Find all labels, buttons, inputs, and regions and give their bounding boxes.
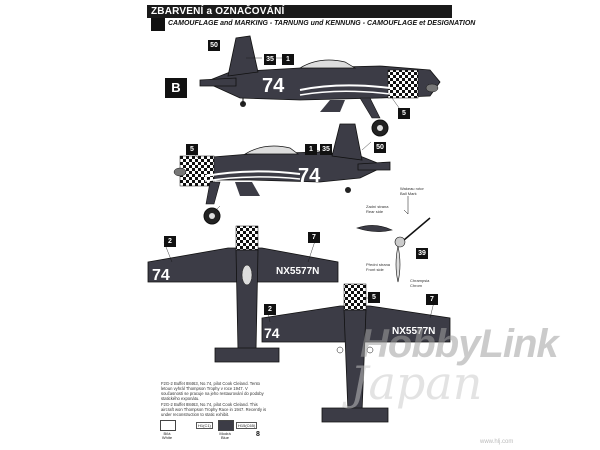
- detail-label-front: Přední strana Front side: [366, 262, 391, 272]
- race-number-mid: 74: [298, 165, 321, 187]
- callout-7-top-view: 7: [308, 232, 320, 243]
- right-side-profile: [199, 35, 441, 137]
- callout-5-bottom-view: 5: [368, 292, 380, 303]
- watermark-url: www.hlj.com: [480, 439, 514, 445]
- callout-35-mid: 35: [320, 144, 332, 155]
- callout-5-mid: 5: [186, 144, 198, 155]
- propeller-detail: [356, 196, 431, 283]
- callout-35-top: 35: [264, 54, 276, 65]
- page-title: ZBARVENÍ a OZNAČOVÁNÍ: [151, 6, 285, 17]
- race-number-bottom-view: 74: [264, 325, 280, 341]
- brand-logo: [151, 18, 165, 31]
- callout-1-mid: 1: [305, 144, 317, 155]
- swatch-blue-label: Modrá Blue: [219, 431, 231, 440]
- race-number-top: 74: [262, 75, 285, 97]
- watermark-country: Japan: [350, 356, 483, 410]
- swatch-white: [160, 420, 176, 431]
- callout-50-top: 50: [208, 40, 220, 51]
- callout-1-top: 1: [282, 54, 294, 65]
- callout-5-top: 5: [398, 108, 410, 119]
- callout-2-bottom-view: 2: [264, 304, 276, 315]
- detail-label-top: Wakeau rotor Ball Mark: [400, 186, 424, 196]
- chip-h15: H15(C65): [236, 422, 258, 429]
- page-number: 8: [256, 431, 260, 438]
- caption-czech: F2G-2 Buffet 88463, No.74, pilot Cook Cl…: [161, 381, 264, 401]
- bottom-view: [261, 283, 451, 423]
- top-view: [147, 225, 339, 363]
- detail-label-bottom: Chrampsia Chrom: [410, 278, 430, 288]
- registration-top-view: NX5577N: [276, 266, 319, 277]
- callout-2-top-view: 2: [164, 236, 176, 247]
- registration-bottom-view: NX5577N: [392, 326, 435, 337]
- chip-h1: H1(C1): [196, 422, 213, 429]
- caption-english: F2G-2 Buffet 88463, No.74, pilot Cook Cl…: [161, 402, 267, 417]
- detail-label-rear: Zadní strana Rear side: [366, 204, 389, 214]
- variant-label: B: [165, 78, 187, 98]
- race-number-top-view: 74: [152, 267, 170, 284]
- callout-7-bottom-view: 7: [426, 294, 438, 305]
- swatch-white-label: Bílá White: [161, 431, 173, 440]
- watermark-brand: HobbyLink: [360, 322, 559, 366]
- page-subtitle: CAMOUFLAGE and MARKING - TARNUNG und KEN…: [168, 20, 476, 27]
- swatch-blue: [218, 420, 234, 431]
- callout-39-propeller: 39: [416, 248, 428, 259]
- left-side-profile: [173, 123, 391, 225]
- callout-50-mid: 50: [374, 142, 386, 153]
- header-bar: [147, 5, 452, 18]
